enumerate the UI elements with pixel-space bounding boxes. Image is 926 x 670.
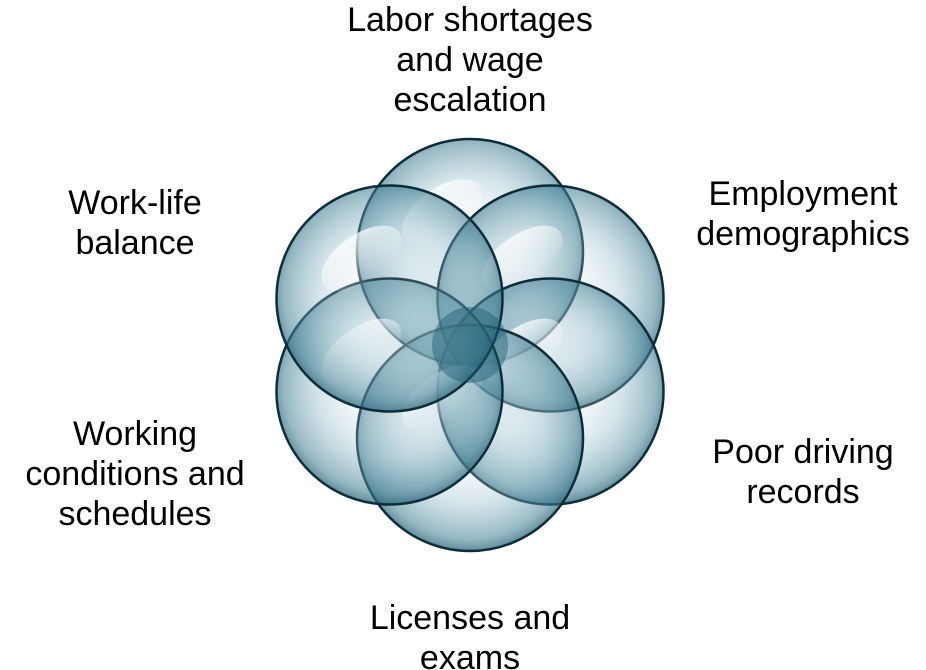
label-working-conditions: Working conditions and schedules (25, 415, 245, 533)
label-work-life-balance: Work-life balance (68, 184, 202, 262)
petal-upper-left (275, 184, 504, 413)
label-poor-driving-records: Poor driving records (712, 433, 894, 511)
label-licenses-exams: Licenses and exams (369, 599, 571, 670)
center-core (432, 307, 508, 383)
petal-gloss-upper-right (482, 225, 563, 292)
label-labor-shortages: Labor shortages and wage escalation (347, 1, 593, 119)
petal-gloss-upper-left (321, 225, 402, 292)
label-employment-demographics: Employment demographics (696, 175, 910, 253)
